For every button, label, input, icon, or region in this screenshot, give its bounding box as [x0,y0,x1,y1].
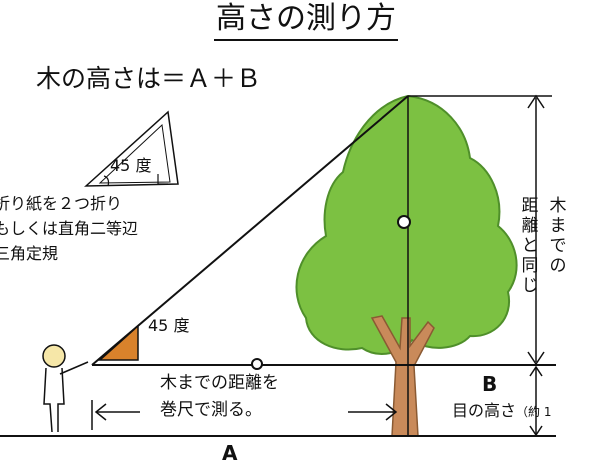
vertical-note-char: 木 [549,196,567,216]
measure-note-line-2: 巻尺で測る。 [160,400,262,420]
center-mark-distance [251,358,263,370]
right-angle-mark-top [157,174,168,185]
triangle-ruler-illustration [84,110,179,187]
height-formula: 木の高さは＝Ａ＋Ｂ [36,64,262,93]
eye-height-arrow-head-bottom [529,425,543,437]
label-b: B [482,372,498,396]
vertical-note-char: 離 [521,216,539,236]
vertical-note-char: で [549,236,567,256]
vertical-note-char: と [521,236,539,256]
eye-height-label: 目の高さ（約 1 [452,403,551,419]
vertical-note-char: 距 [521,196,539,216]
angle-arc-top [103,175,110,187]
angle-label-bottom: 45 度 [148,316,190,335]
sight-line [91,95,409,366]
label-a: A [222,441,238,465]
eye-height-arrow-head-top [529,365,543,377]
eye-height-note: （約 1 [516,405,552,419]
angle-label-top: 45 度 [110,156,152,175]
vertical-note-column-1: 木までの [548,196,568,276]
vertical-note-char: 同 [521,256,539,276]
measure-note-line-1: 木までの距離を [160,373,279,393]
person-head [42,344,66,368]
height-arrow-head-bottom [527,351,545,366]
tree-trunk [370,315,435,437]
eye-height-text: 目の高さ [452,401,517,420]
tool-note-line-1: 折り紙を２つ折り [0,194,123,213]
tool-note-line-2: もしくは直角二等辺 [0,219,139,238]
person-body [43,361,89,433]
vertical-note-char: の [549,256,567,276]
distance-arrow-head-right [385,403,398,421]
vertical-note-char: ま [549,216,567,236]
vertical-note-char: じ [521,276,539,296]
distance-arrow-head-left [94,403,107,421]
triangle-ruler-inner [98,123,171,184]
height-arrow-head-top [527,94,545,109]
tool-note-line-3: 三角定規 [0,244,59,263]
triangle-45-bottom [98,324,139,361]
center-mark-tree [397,215,411,229]
vertical-note-column-2: 距離と同じ [520,196,540,296]
page-title: 高さの測り方 [0,1,612,41]
